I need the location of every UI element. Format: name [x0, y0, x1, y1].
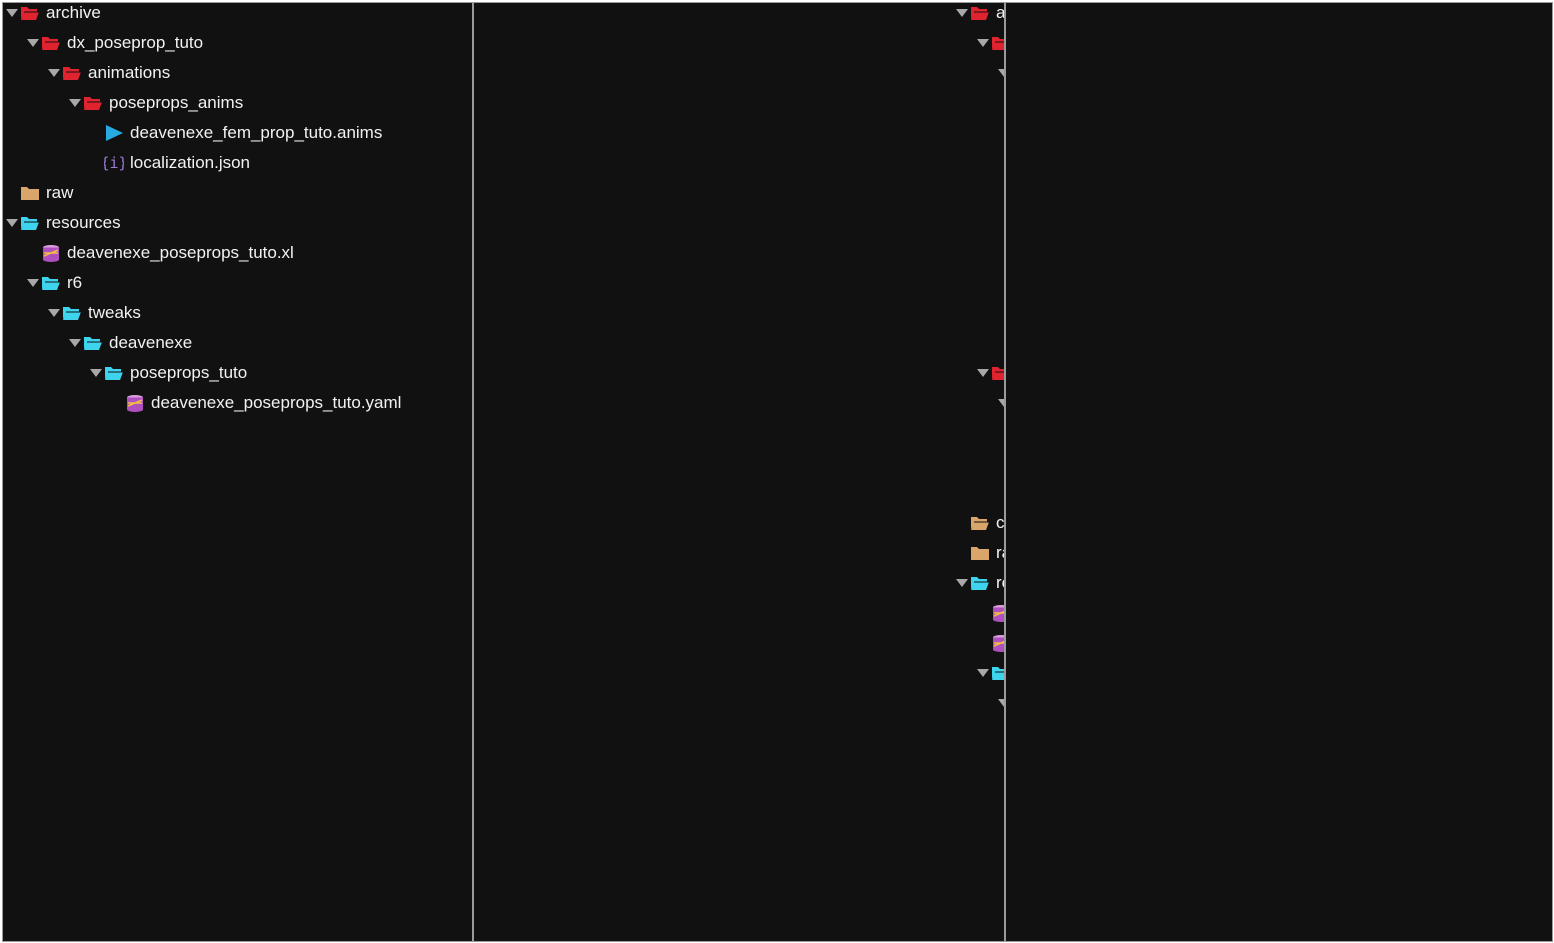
tree-folder[interactable]: archive	[956, 3, 1005, 28]
tree-file[interactable]: deavenexe_poseprops_tuto.yaml	[125, 388, 401, 418]
folder-cyan-open-icon	[83, 334, 103, 352]
tree-folder[interactable]: dx_poseprop_tuto	[977, 358, 1004, 388]
tree-item-label: poseprops_tuto	[130, 363, 248, 382]
chevron-down-icon[interactable]	[977, 669, 989, 677]
tree-folder[interactable]: r6	[27, 268, 83, 298]
tree-item-label: resources	[996, 573, 1004, 592]
tree-folder[interactable]: dx_poseprop_tuto	[27, 28, 204, 58]
tree-file[interactable]: deavenexe_poseprops_tuto.xl	[41, 238, 294, 268]
tree-folder[interactable]: raw	[20, 178, 73, 208]
folder-red-open-icon	[20, 4, 40, 22]
folder-tan-icon	[20, 184, 40, 202]
chevron-down-icon[interactable]	[90, 369, 102, 377]
chevron-down-icon[interactable]	[48, 69, 60, 77]
xl-icon	[991, 634, 1004, 652]
chevron-down-icon[interactable]	[27, 279, 39, 287]
tree-item-label: archive	[996, 3, 1005, 22]
chevron-down-icon[interactable]	[956, 579, 968, 587]
yaml-icon	[125, 394, 145, 412]
tree-file[interactable]: deavenexe_poseprops_tuto.xl	[991, 598, 1004, 628]
chevron-down-icon[interactable]	[69, 339, 81, 347]
folder-red-open-icon	[62, 64, 82, 82]
chevron-down-icon[interactable]	[6, 219, 18, 227]
chevron-down-icon[interactable]	[956, 9, 968, 17]
chevron-down-icon[interactable]	[998, 69, 1004, 77]
tree-item-label: resources	[46, 213, 121, 232]
folder-cyan-open-icon	[62, 304, 82, 322]
tree-folder[interactable]: base	[977, 28, 1004, 58]
folder-cyan-open-icon	[970, 574, 990, 592]
chevron-down-icon[interactable]	[6, 9, 18, 17]
tree-item-label: archive	[46, 3, 101, 22]
folder-red-open-icon	[41, 34, 61, 52]
tree-item-label: deavenexe_poseprops_tuto.xl	[67, 243, 294, 262]
folder-red-open-icon	[970, 4, 990, 22]
tree-folder[interactable]: archive	[6, 3, 101, 28]
xl-icon	[991, 604, 1004, 622]
tree-item-label: tweaks	[88, 303, 141, 322]
folder-cyan-open-icon	[104, 364, 124, 382]
tree-folder[interactable]: r6	[977, 658, 1004, 688]
file-tree-panel-3: archivedx_poseprop_tutoanimationsposepro…	[1005, 2, 1553, 942]
chevron-down-icon[interactable]	[998, 399, 1004, 407]
tree-item-label: raw	[996, 543, 1004, 562]
xl-icon	[41, 244, 61, 262]
folder-cyan-open-icon	[991, 664, 1004, 682]
tree-folder[interactable]: poseprops_anims	[69, 88, 244, 118]
tree-file[interactable]: {i} localization.json	[104, 148, 250, 178]
tree-folder[interactable]: tweaks	[48, 298, 141, 328]
chevron-down-icon[interactable]	[48, 309, 60, 317]
tree-item-label: localization.json	[130, 153, 251, 172]
tree-item-label: poseprops_anims	[109, 93, 244, 112]
file-tree-panel-1: archive dx_poseprop_tuto animations posepro…	[2, 2, 473, 942]
tree-folder[interactable]: resources	[956, 568, 1004, 598]
file-tree-panel-2: archivebasepm_propslollipoplollipop.csvE…	[473, 2, 1005, 942]
folder-red-open-icon	[991, 364, 1004, 382]
tree-file[interactable]: deavenexe_fem_prop_tuto.anims	[104, 118, 382, 148]
chevron-down-icon[interactable]	[69, 99, 81, 107]
tree-item-label: customSounds	[996, 513, 1005, 532]
folder-cyan-open-icon	[20, 214, 40, 232]
tree-item-label: raw	[46, 183, 74, 202]
folder-red-open-icon	[991, 34, 1004, 52]
svg-text:{i}: {i}	[104, 154, 124, 172]
chevron-down-icon[interactable]	[27, 39, 39, 47]
tree-folder[interactable]: deavenexe	[69, 328, 193, 358]
tree-folder[interactable]: resources	[6, 208, 121, 238]
tree-item-label: r6	[67, 273, 83, 292]
folder-red-open-icon	[83, 94, 103, 112]
tree-item-label: deavenexe_fem_prop_tuto.anims	[130, 123, 383, 142]
json-icon: {i}	[104, 154, 124, 172]
tree-folder[interactable]: animations	[48, 58, 171, 88]
tree-folder[interactable]: customSounds	[970, 508, 1005, 538]
folder-tan-icon	[970, 544, 990, 562]
tree-item-label: deavenexe_poseprops_tuto.yaml	[151, 393, 402, 412]
tree-item-label: dx_poseprop_tuto	[67, 33, 204, 52]
chevron-down-icon[interactable]	[977, 39, 989, 47]
folder-tan-open-icon	[970, 514, 990, 532]
folder-cyan-open-icon	[41, 274, 61, 292]
anims-icon	[104, 124, 124, 142]
tree-file[interactable]: PM_Props_Template.xl	[991, 628, 1004, 658]
tree-folder[interactable]: poseprops_tuto	[90, 358, 248, 388]
tree-item-label: deavenexe	[109, 333, 193, 352]
chevron-down-icon[interactable]	[998, 699, 1004, 707]
chevron-down-icon[interactable]	[977, 369, 989, 377]
tree-folder[interactable]: raw	[970, 538, 1004, 568]
tree-item-label: animations	[88, 63, 171, 82]
